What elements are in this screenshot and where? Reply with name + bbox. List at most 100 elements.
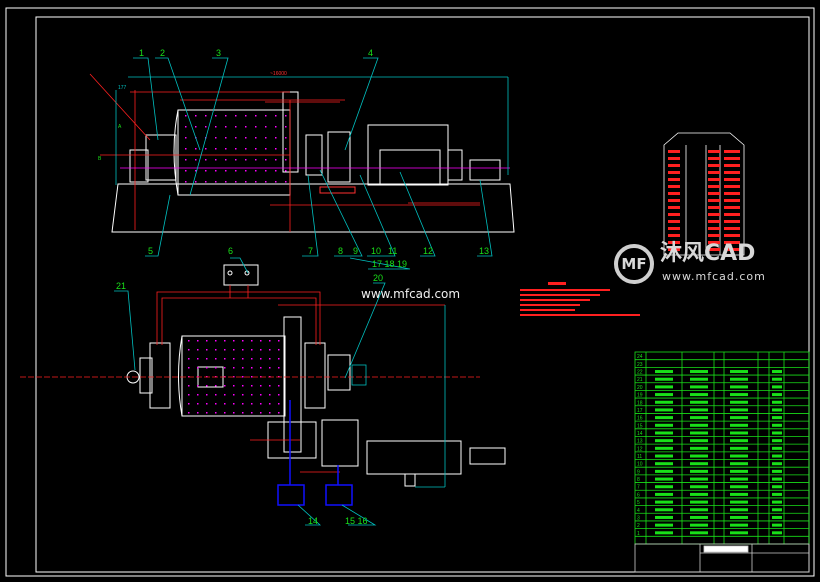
parts-cell-text (772, 531, 782, 535)
hatch-dot (278, 340, 280, 342)
parts-cell-text (730, 500, 748, 504)
hatch-dot (197, 403, 199, 405)
parts-cell-text (690, 408, 708, 412)
balloon-5: 5 (148, 246, 153, 256)
dimension-lines-plan (20, 285, 480, 473)
title-block (634, 543, 810, 573)
spec-cell-text (708, 178, 720, 181)
spec-cell-text (724, 220, 740, 223)
hatch-dot (285, 126, 287, 128)
foundation (111, 183, 515, 233)
hatch-dot (278, 367, 280, 369)
parts-cell-text (730, 431, 748, 435)
parts-row-number: 17 (637, 408, 643, 414)
spec-cell-text (708, 164, 720, 167)
spec-cell-text (708, 185, 720, 188)
inner-frame (35, 16, 810, 573)
balloon-20: 20 (373, 273, 383, 283)
balloon-8: 8 (338, 246, 343, 256)
parts-row-number: 19 (637, 393, 643, 399)
hatch-dot (215, 126, 217, 128)
hatch-dot (242, 403, 244, 405)
hatch-dot (242, 394, 244, 396)
hatch-dot (185, 148, 187, 150)
parts-cell-text (655, 523, 673, 527)
parts-cell-text (730, 454, 748, 458)
spec-cell-text (724, 157, 740, 160)
hatch-dot (245, 115, 247, 117)
spec-cell-text (724, 248, 740, 251)
parts-cell-text (690, 439, 708, 443)
hatch-dot (278, 349, 280, 351)
parts-cell-text (772, 385, 782, 389)
hatch-dot (269, 349, 271, 351)
hatch-dot (255, 159, 257, 161)
spec-cell-text (668, 234, 680, 237)
parts-cell-text (772, 508, 782, 512)
hatch-dot (242, 340, 244, 342)
parts-cell-text (655, 492, 673, 496)
parts-cell-text (690, 423, 708, 427)
parts-row-number: 1 (637, 531, 640, 537)
hatch-dot (260, 394, 262, 396)
parts-row-number: 18 (637, 400, 643, 406)
hatch-dot (225, 148, 227, 150)
parts-row-number: 10 (637, 462, 643, 468)
hatch-dot (245, 137, 247, 139)
hatch-dot (265, 181, 267, 183)
mill-drum-plan (181, 335, 286, 417)
hatch-dot (275, 148, 277, 150)
parts-cell-text (690, 469, 708, 473)
spec-cell-text (724, 199, 740, 202)
parts-cell-text (772, 408, 782, 412)
parts-cell-text (730, 408, 748, 412)
spec-cell-text (708, 213, 720, 216)
parts-cell-text (690, 446, 708, 450)
hatch-dot (255, 126, 257, 128)
parts-cell-text (655, 393, 673, 397)
hatch-dot (278, 385, 280, 387)
hatch-dot (215, 394, 217, 396)
parts-cell-text (655, 477, 673, 481)
hatch-dot (206, 358, 208, 360)
parts-cell-text (690, 393, 708, 397)
hatch-dot (260, 358, 262, 360)
dim-177: 177 (118, 85, 127, 91)
hatch-dot (188, 385, 190, 387)
reducer-plan (321, 419, 359, 467)
hatch-dot (233, 358, 235, 360)
logo-text: MF (621, 255, 647, 273)
hatch-dot (206, 349, 208, 351)
hatch-dot (285, 159, 287, 161)
parts-cell-text (690, 492, 708, 496)
parts-cell-text (655, 400, 673, 404)
hatch-dot (195, 170, 197, 172)
spec-cell-text (708, 248, 720, 251)
hatch-dot (197, 340, 199, 342)
balloon-1: 1 (139, 48, 144, 58)
parts-cell-text (655, 446, 673, 450)
hatch-dot (215, 412, 217, 414)
balloon-14: 14 (308, 516, 318, 526)
hatch-dot (185, 181, 187, 183)
balloon-10: 10 (371, 246, 381, 256)
parts-row-number: 24 (637, 354, 643, 360)
hatch-dot (233, 349, 235, 351)
hatch-dot (225, 159, 227, 161)
hatch-dot (269, 358, 271, 360)
parts-cell-text (730, 462, 748, 466)
hatch-dot (215, 115, 217, 117)
hatch-dot (275, 170, 277, 172)
spec-cell-text (724, 206, 740, 209)
hatch-dot (197, 385, 199, 387)
hatch-dot (225, 170, 227, 172)
spec-cell-text (668, 248, 680, 251)
hatch-dot (206, 412, 208, 414)
parts-cell-text (690, 523, 708, 527)
parts-cell-text (655, 385, 673, 389)
hatch-dot (185, 115, 187, 117)
balloon-21: 21 (116, 281, 126, 291)
hatch-dot (195, 159, 197, 161)
hatch-dot (225, 181, 227, 183)
leader-lines-top (133, 57, 493, 257)
